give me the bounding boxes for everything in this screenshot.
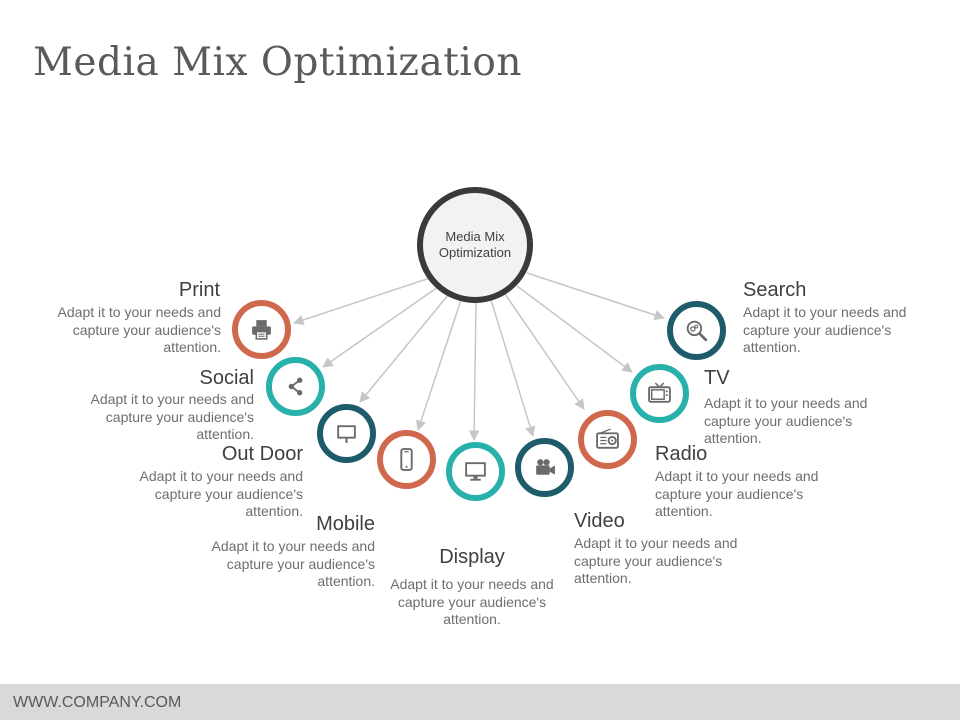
center-label-line2: Optimization [438,245,512,260]
arrow-to-out-door [359,293,450,403]
center-label-line1: Media Mix [445,229,505,244]
tv-description: Adapt it to your needs and capture your … [704,395,868,446]
connector-arrows [293,272,665,442]
radio-node [578,410,637,469]
footer-bar: WWW.COMPANY.COM [0,684,960,720]
arrow-to-search [526,272,665,321]
mobile-phone-icon [400,448,413,471]
arrow-to-tv [516,285,633,373]
magnifier-gear-icon [686,320,708,342]
search-description: Adapt it to your needs and capture your … [743,304,907,355]
video-description: Adapt it to your needs and capture your … [574,535,738,586]
billboard-icon [337,425,356,443]
social-node [266,357,325,416]
footer-url[interactable]: WWW.COMPANY.COM [13,694,182,711]
radio-description: Adapt it to your needs and capture your … [655,468,819,519]
video-camera-icon [536,459,555,475]
search-node [667,301,726,360]
arrow-to-print [293,277,431,326]
print-title: Print [178,279,220,301]
center-hub-circle [417,187,533,303]
display-description: Adapt it to your needs and capture your … [390,576,554,627]
out-door-node [317,404,376,463]
diagram [293,187,665,442]
printer-icon [252,320,271,340]
search-title: Search [743,279,807,301]
radio-icon [596,428,619,449]
monitor-icon [465,462,486,481]
video-node [515,438,574,497]
arrow-to-display [468,302,480,442]
arrow-to-radio [504,293,585,410]
arrow-to-video [490,299,536,438]
print-node [232,300,291,359]
mobile-description: Adapt it to your needs and capture your … [211,538,375,589]
television-icon [648,382,671,403]
tv-node [630,364,689,423]
share-icon [288,377,303,396]
display-title: Display [439,546,505,568]
print-description: Adapt it to your needs and capture your … [57,304,221,355]
radio-title: Radio [655,443,708,465]
tv-title: TV [704,367,730,389]
mobile-title: Mobile [316,513,375,535]
social-title: Social [199,367,254,389]
out-door-title: Out Door [221,443,303,465]
mobile-node [377,430,436,489]
video-title: Video [574,510,625,532]
slide-title: Media Mix Optimization [33,40,522,85]
out-door-description: Adapt it to your needs and capture your … [139,468,303,519]
center-hub-label: Media Mix Optimization [420,229,530,261]
arrow-to-mobile [415,299,462,431]
display-node [446,442,505,501]
arrow-to-social [322,286,439,368]
social-description: Adapt it to your needs and capture your … [90,391,254,442]
